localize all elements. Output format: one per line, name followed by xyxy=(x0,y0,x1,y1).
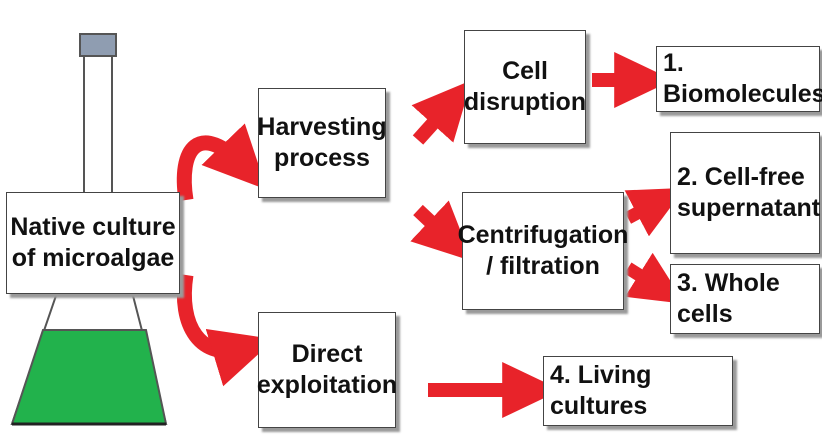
whole-cells-box: 3. Whole cells xyxy=(670,264,820,334)
harvesting-process-box: Harvesting process xyxy=(257,88,387,198)
native-culture-label: Native culture of microalgae xyxy=(10,212,176,272)
cell-disruption-box: Cell disruption xyxy=(464,30,586,144)
native-culture-box: Native culture of microalgae xyxy=(6,192,180,294)
arrow-to-cell-free xyxy=(624,187,685,237)
direct-exploitation-label: Direct exploitation xyxy=(256,339,398,399)
centrifugation-filtration-label: Centrifugation / filtration xyxy=(457,220,629,280)
cell-free-supernatant-box: 2. Cell-free supernatant xyxy=(670,132,820,254)
flask-cap xyxy=(79,33,117,57)
arrow-to-cell-disruption xyxy=(411,80,472,145)
biomolecules-box: 1. Biomolecules xyxy=(656,46,822,112)
harvesting-process-label: Harvesting process xyxy=(257,112,387,172)
living-cultures-label: 4. Living cultures xyxy=(550,360,652,420)
curved-arrow-to-direct xyxy=(176,273,275,387)
living-cultures-box: 4. Living cultures xyxy=(543,356,733,426)
curved-arrow-to-harvesting xyxy=(176,123,267,202)
cell-disruption-label: Cell disruption xyxy=(463,56,587,116)
flask-liquid xyxy=(10,329,168,425)
arrow-to-whole-cells xyxy=(624,252,686,304)
cell-free-supernatant-label: 2. Cell-free supernatant xyxy=(677,162,821,222)
arrow-to-centrifugation xyxy=(410,200,473,262)
whole-cells-label: 3. Whole cells xyxy=(677,268,780,328)
biomolecules-label: 1. Biomolecules xyxy=(663,48,822,108)
centrifugation-filtration-box: Centrifugation / filtration xyxy=(458,192,628,310)
direct-exploitation-box: Direct exploitation xyxy=(256,312,398,428)
